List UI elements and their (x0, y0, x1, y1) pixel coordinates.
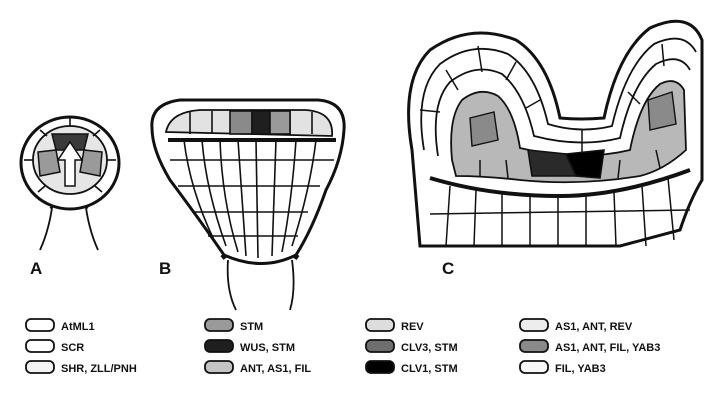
legend-label: STM (240, 321, 263, 333)
legend-item: SCR (26, 340, 84, 354)
legend-item: CLV1, STM (366, 361, 458, 375)
legend-item: SHR, ZLL/PNH (26, 361, 137, 375)
legend-swatch (26, 361, 54, 373)
panel-label-b: B (159, 259, 171, 278)
legend-label: ANT, AS1, FIL (240, 363, 311, 375)
legend-item: REV (366, 319, 424, 333)
panel-label-c: C (442, 259, 454, 278)
panel-c-meristem: C (409, 21, 702, 278)
legend-swatch (205, 340, 233, 352)
legend-swatch (26, 319, 54, 331)
legend-item: ANT, AS1, FIL (205, 361, 311, 375)
legend-swatch (520, 340, 548, 352)
legend-label: SCR (61, 342, 84, 354)
legend-label: CLV3, STM (401, 342, 458, 354)
legend-item: STM (205, 319, 263, 333)
legend-label: WUS, STM (240, 342, 295, 354)
legend-swatch (366, 340, 394, 352)
legend-label: SHR, ZLL/PNH (61, 363, 137, 375)
legend-label: FIL, YAB3 (555, 363, 606, 375)
panel-b-embryo: B (152, 100, 344, 310)
legend-item: WUS, STM (205, 340, 295, 354)
legend-label: AS1, ANT, REV (555, 321, 633, 333)
legend-swatch (205, 361, 233, 373)
legend-swatch (520, 319, 548, 331)
panel-label-a: A (30, 259, 42, 278)
panel-a-embryo: A (21, 117, 119, 278)
legend-item: CLV3, STM (366, 340, 458, 354)
legend-item: AS1, ANT, REV (520, 319, 633, 333)
legend-label: REV (401, 321, 424, 333)
legend-item: FIL, YAB3 (520, 361, 606, 375)
legend-label: AS1, ANT, FIL, YAB3 (555, 342, 660, 354)
legend-label: AtML1 (61, 321, 95, 333)
legend-swatch (366, 319, 394, 331)
legend-swatch (366, 361, 394, 373)
legend-swatch (520, 361, 548, 373)
legend-item: AtML1 (26, 319, 95, 333)
legend-swatch (26, 340, 54, 352)
legend-label: CLV1, STM (401, 363, 458, 375)
legend-item: AS1, ANT, FIL, YAB3 (520, 340, 660, 354)
legend-swatch (205, 319, 233, 331)
